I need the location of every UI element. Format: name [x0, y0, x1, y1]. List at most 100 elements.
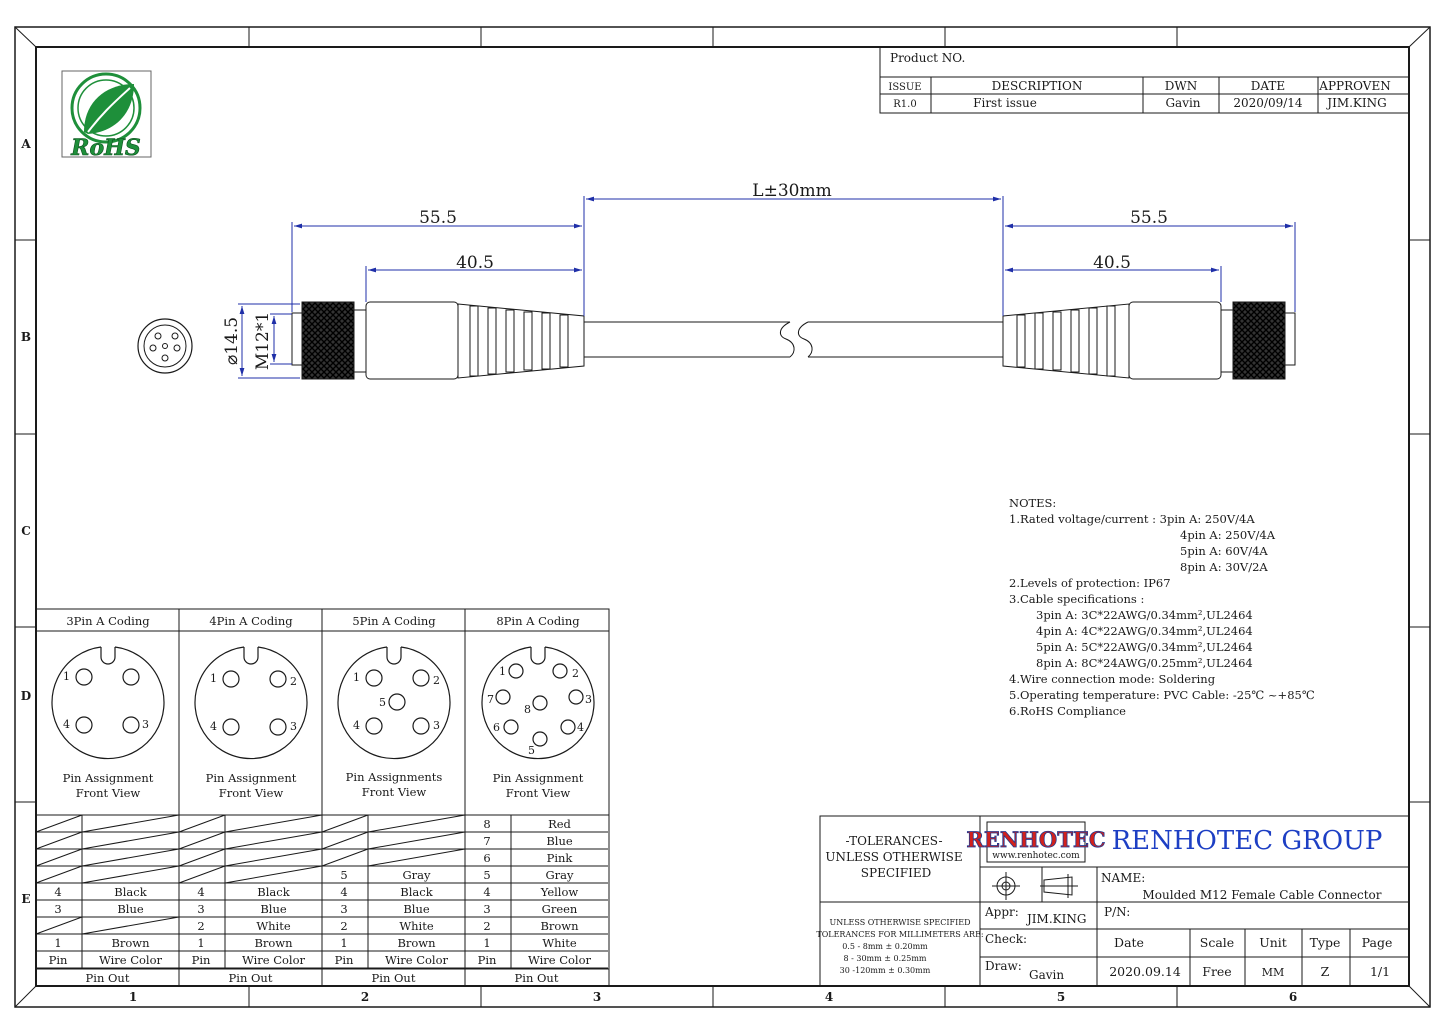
pin-label: 4 [63, 718, 70, 731]
pin-label: 2 [433, 674, 440, 687]
wire-color: Black [400, 885, 433, 899]
wire-color: White [542, 936, 577, 950]
wire-color: Brown [397, 936, 436, 950]
zone-col-4: 4 [825, 990, 833, 1004]
pin-header: Pin [335, 953, 354, 967]
pin-face-4pin [194, 646, 308, 760]
note-line: 5pin A: 5C*22AWG/0.34mm²,UL2464 [1036, 640, 1253, 654]
dim-inner-right: 40.5 [1093, 253, 1131, 273]
pin-number: 3 [197, 902, 204, 916]
pin-out-footer: Pin Out [515, 971, 559, 985]
zone-col-5: 5 [1057, 990, 1065, 1004]
draw-label: Draw: [985, 959, 1022, 973]
left-molded-body [365, 301, 459, 380]
note-line: 8pin A: 30V/2A [1180, 560, 1268, 574]
rev-header-dwn: DWN [1165, 79, 1197, 93]
caption: Front View [76, 786, 141, 800]
pin-label: 8 [524, 703, 531, 716]
small-tol-line: 8 - 30mm ± 0.25mm [843, 954, 926, 963]
right-coupling-nut [1232, 301, 1286, 380]
dim-inner-left: 40.5 [456, 253, 494, 273]
wire-color: White [399, 919, 434, 933]
date-value: 2020.09.14 [1109, 964, 1181, 979]
col-header-scale: Scale [1200, 935, 1234, 950]
wire-color: Blue [403, 902, 430, 916]
name-value: Moulded M12 Female Cable Connector [1142, 888, 1381, 902]
pin-label: 4 [577, 721, 584, 734]
caption: Front View [506, 786, 571, 800]
name-label: NAME: [1101, 871, 1145, 885]
wire-color: Gray [545, 868, 574, 882]
pin-face-8pin [481, 646, 595, 760]
pin-header: Pin [49, 953, 68, 967]
wire-color-header: Wire Color [99, 953, 163, 967]
wire-color: Brown [254, 936, 293, 950]
tolerance-line: UNLESS OTHERWISE [825, 850, 962, 864]
pn-label: P/N: [1104, 905, 1130, 919]
small-tol-line: 0.5 - 8mm ± 0.20mm [842, 942, 928, 951]
pin-label: 1 [210, 672, 217, 685]
unit-value: MM [1262, 966, 1285, 979]
sheet-frame [14, 26, 1431, 1008]
note-line: 5pin A: 60V/4A [1180, 544, 1268, 558]
pin-out-footer: Pin Out [372, 971, 416, 985]
pin-label: 5 [379, 696, 386, 709]
note-line: 3.Cable specifications : [1009, 592, 1144, 606]
zone-labels: A B C D E 1 2 3 4 5 6 [20, 137, 1297, 1004]
check-label: Check: [985, 932, 1027, 946]
wire-color: Brown [111, 936, 150, 950]
coding-title-5pin: 5Pin A Coding [352, 614, 436, 628]
rev-issue: R1.0 [893, 99, 916, 110]
rohs-text: RoHS [70, 135, 141, 161]
pin-number: 1 [197, 936, 204, 950]
wire-color: Red [548, 817, 571, 831]
pin-label: 1 [353, 671, 360, 684]
zone-row-d: D [21, 689, 31, 703]
appr-label: Appr: [984, 905, 1019, 919]
pin-label: 2 [290, 675, 297, 688]
dim-length: L±30mm [752, 181, 831, 201]
cable-assembly [291, 301, 1296, 380]
dim-top-right: 55.5 [1130, 208, 1168, 228]
coding-title-4pin: 4Pin A Coding [209, 614, 293, 628]
zone-row-a: A [20, 137, 31, 151]
rev-approven: JIM.KING [1325, 96, 1386, 110]
note-line: 4.Wire connection mode: Soldering [1009, 672, 1216, 686]
small-tol-line: 30 -120mm ± 0.30mm [840, 966, 931, 975]
pin-number: 3 [54, 902, 61, 916]
pin-number: 2 [340, 919, 347, 933]
note-line: 5.Operating temperature: PVC Cable: -25℃… [1009, 688, 1315, 702]
note-line: 4pin A: 250V/4A [1180, 528, 1276, 542]
pin-number: 2 [483, 919, 490, 933]
rohs-logo: RoHS [61, 70, 152, 161]
note-line: 6.RoHS Compliance [1009, 704, 1126, 718]
col-header-unit: Unit [1259, 935, 1287, 950]
notes-title: NOTES: [1009, 496, 1056, 510]
wire-color: Blue [260, 902, 287, 916]
pin-face-3pin [51, 646, 165, 760]
wire-color: White [256, 919, 291, 933]
pin-label: 2 [572, 667, 579, 680]
dim-thread: M12*1 [253, 312, 273, 370]
wire-color: Blue [546, 834, 573, 848]
wire-color: Gray [402, 868, 431, 882]
pin-label: 3 [585, 693, 592, 706]
appr-value: JIM.KING [1025, 912, 1086, 926]
pin-number: 3 [483, 902, 490, 916]
renhotec-logo: RENHOTEC www.renhotec.com [966, 821, 1106, 863]
col-header-date: Date [1114, 935, 1144, 950]
pin-label: 3 [290, 720, 297, 733]
pin-label: 1 [499, 665, 506, 678]
pin-label: 4 [353, 719, 360, 732]
company-name: RENHOTEC GROUP [1112, 826, 1383, 856]
col-header-type: Type [1310, 935, 1341, 950]
pin-label: 5 [528, 744, 535, 757]
right-molded-body [1128, 301, 1222, 380]
pin-label: 3 [142, 718, 149, 731]
wire-color: Black [257, 885, 290, 899]
